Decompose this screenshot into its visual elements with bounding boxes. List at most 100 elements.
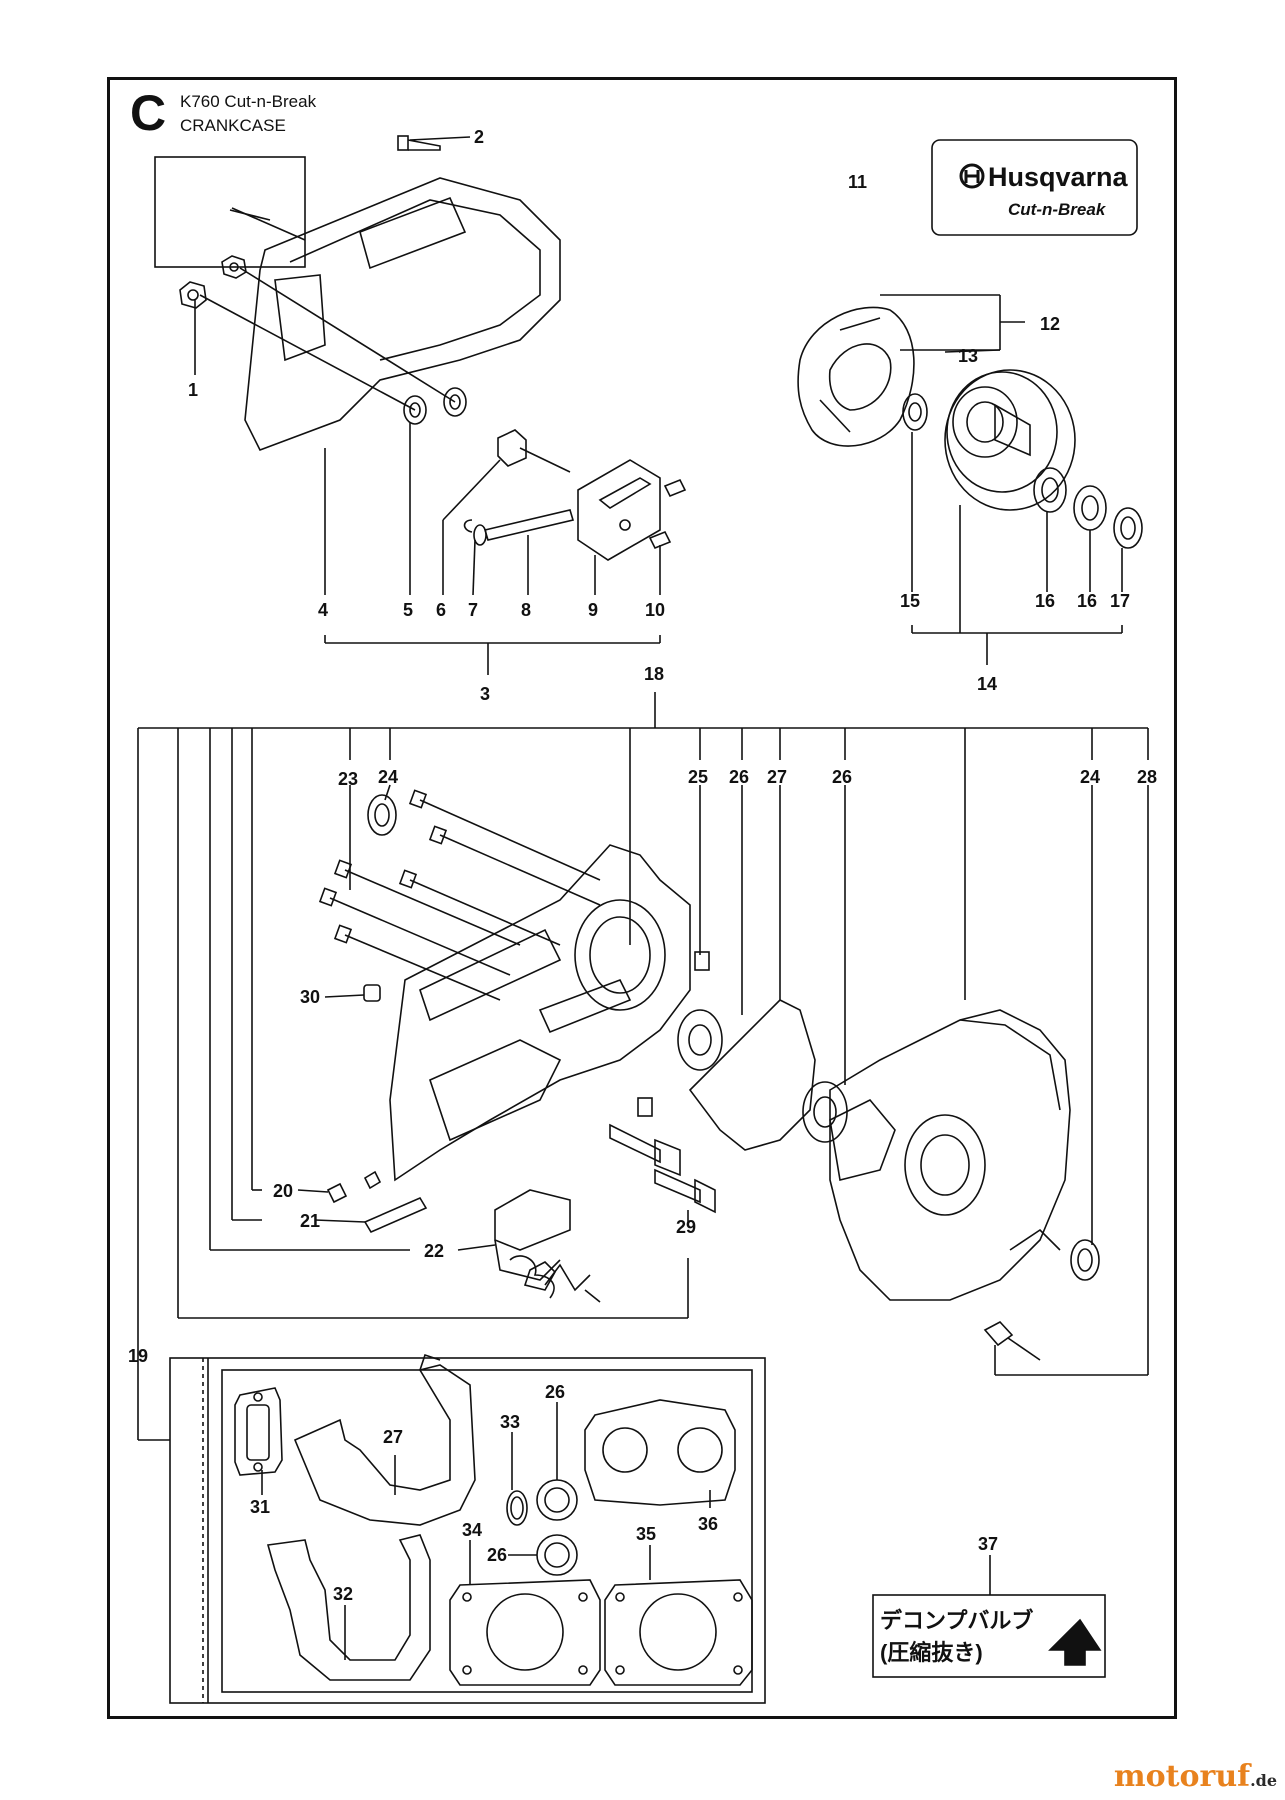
needle-bearing-16	[1033, 467, 1107, 531]
gasket-35	[604, 1579, 753, 1686]
callout-24b: 24	[1080, 767, 1100, 787]
callout-15: 15	[900, 591, 920, 611]
screw-20	[326, 1182, 348, 1204]
seal-26-kit-lower	[536, 1534, 578, 1576]
right-bearing-seat	[904, 1114, 986, 1216]
adjuster-block-6	[497, 429, 571, 473]
clutch-cover-group	[154, 135, 687, 675]
washer-5	[403, 387, 467, 425]
callout-36: 36	[698, 1514, 718, 1534]
callout-30: 30	[300, 987, 320, 1007]
callout-26c: 26	[545, 1382, 565, 1402]
clutch-shoes-13	[797, 306, 915, 447]
callout-37: 37	[978, 1534, 998, 1554]
callout-19: 19	[128, 1346, 148, 1366]
callout-13: 13	[958, 346, 978, 366]
clutch-cover	[244, 177, 561, 452]
callout-5: 5	[403, 600, 413, 620]
decomp-decal-outline	[872, 1594, 1106, 1678]
logo-decal-outline	[931, 139, 1138, 236]
gasket-kit-group	[169, 1353, 766, 1704]
callout-22: 22	[424, 1241, 444, 1261]
callout-16a: 16	[1035, 591, 1055, 611]
callout-20: 20	[273, 1181, 293, 1201]
clutch-assembly-group	[797, 294, 1143, 665]
section-title: CRANKCASE	[180, 116, 286, 135]
logo-product: Cut-n-Break	[1008, 200, 1107, 219]
gasket-31	[234, 1387, 283, 1476]
crankcase-left-half	[389, 844, 691, 1182]
washer-17	[1113, 507, 1143, 549]
decal-line1: デコンプバルブ	[880, 1608, 1033, 1633]
callout-24a: 24	[378, 767, 398, 787]
gasket-kit-card	[221, 1369, 753, 1693]
callout-labels: 1 2 3 4 5 6 7 8 9 10 11 12 13 14 15 16 1…	[128, 127, 1157, 1604]
circlip-7	[463, 519, 473, 533]
arrow-up-icon	[1048, 1618, 1102, 1666]
callout-27b: 27	[383, 1427, 403, 1447]
crankcase-group	[137, 692, 1149, 1441]
nut-1	[179, 255, 247, 309]
callout-31: 31	[250, 1497, 270, 1517]
callout-14: 14	[977, 674, 997, 694]
gasket-kit-bag	[169, 1357, 766, 1704]
seal-26-kit-upper	[536, 1479, 578, 1521]
bolts-29	[609, 1123, 716, 1214]
clutch-drum-14	[944, 369, 1076, 511]
callout-29: 29	[676, 1217, 696, 1237]
plate-21	[363, 1196, 428, 1234]
screw-bottom	[983, 1321, 1014, 1347]
callout-16b: 16	[1077, 591, 1097, 611]
decomp-decal-37: デコンプバルブ (圧縮抜き)	[872, 1555, 1106, 1678]
washer-15	[902, 393, 928, 431]
bearing-26-left	[677, 1009, 723, 1071]
screw-10	[648, 478, 687, 550]
callout-10: 10	[645, 600, 665, 620]
watermark-suffix: .de	[1250, 1771, 1277, 1790]
callout-1: 1	[188, 380, 198, 400]
callout-26d: 26	[487, 1545, 507, 1565]
callout-23: 23	[338, 769, 358, 789]
bearing-26-right	[802, 1081, 848, 1143]
left-bearing-seat	[574, 899, 666, 1011]
model-title: K760 Cut-n-Break	[180, 92, 317, 111]
nut-30	[363, 984, 381, 1002]
callout-21: 21	[300, 1211, 320, 1231]
dowel-25	[694, 951, 710, 971]
tensioner-bracket-9	[577, 459, 661, 561]
callout-4: 4	[318, 600, 328, 620]
seal-24-right	[1070, 1239, 1100, 1281]
callout-17: 17	[1110, 591, 1130, 611]
decomp-valve-22	[494, 1189, 601, 1303]
callout-35: 35	[636, 1524, 656, 1544]
screw-2	[397, 135, 441, 151]
cover-decal-sheet	[154, 156, 306, 268]
section-letter: C	[130, 85, 167, 141]
watermark-text: motoruf	[1113, 1759, 1251, 1794]
logo-brand: Husqvarna	[988, 162, 1129, 192]
screws-23	[318, 789, 601, 1001]
gasket-34	[449, 1579, 601, 1686]
callout-32: 32	[333, 1584, 353, 1604]
crankcase-gasket-27	[688, 999, 816, 1151]
callout-26b: 26	[832, 767, 852, 787]
crankcase-right-half	[829, 1009, 1071, 1301]
callout-12: 12	[1040, 314, 1060, 334]
seal-24-left	[367, 794, 397, 836]
callout-2: 2	[474, 127, 484, 147]
gasket-36	[584, 1399, 736, 1506]
decal-line2: (圧縮抜き)	[880, 1640, 983, 1665]
callout-33: 33	[500, 1412, 520, 1432]
callout-9: 9	[588, 600, 598, 620]
callout-3: 3	[480, 684, 490, 704]
callout-7: 7	[468, 600, 478, 620]
adjust-screw-8	[473, 509, 575, 546]
callout-6: 6	[436, 600, 446, 620]
diagram-frame	[107, 77, 1177, 1719]
gasket-32	[266, 1534, 431, 1681]
callout-26a: 26	[729, 767, 749, 787]
husqvarna-crown-icon	[959, 163, 985, 189]
callout-25: 25	[688, 767, 708, 787]
